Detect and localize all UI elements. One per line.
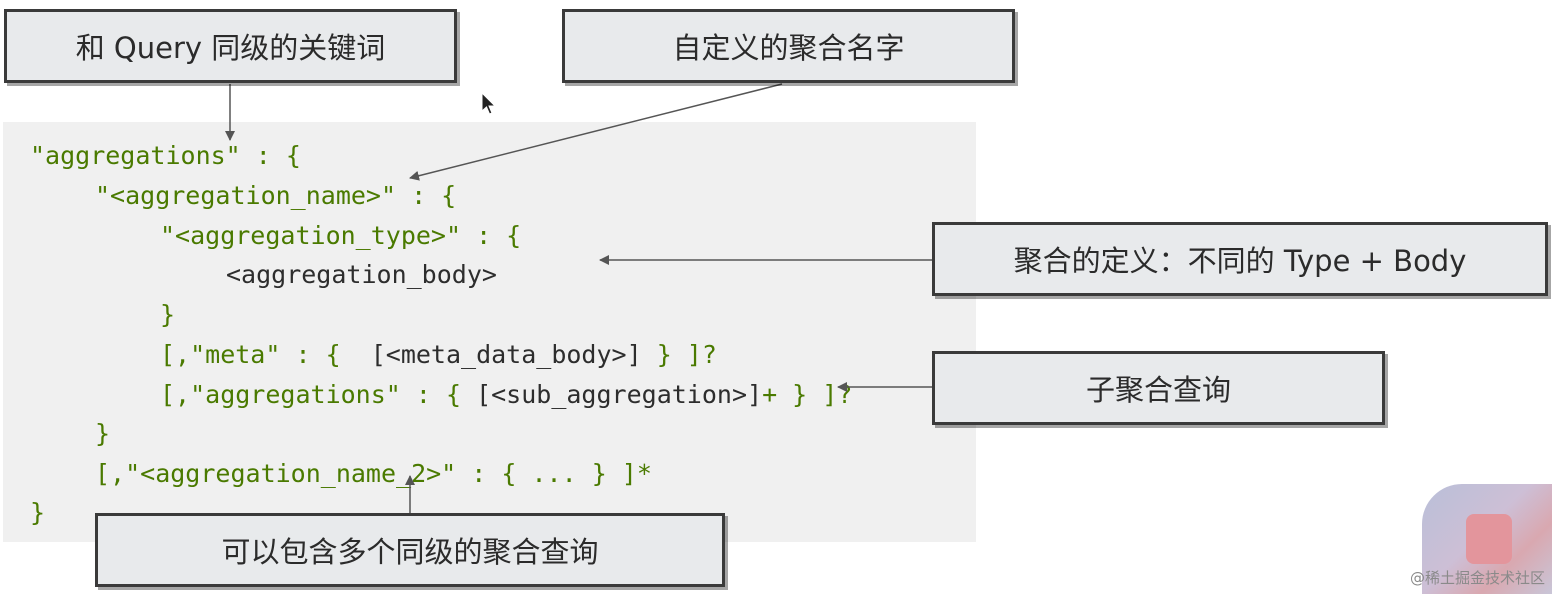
code-line-sub-aggregations: [,"aggregations" : { [<sub_aggregation>]…: [160, 380, 852, 410]
code-line-aggregation-name: "<aggregation_name>" : {: [95, 181, 457, 210]
code-line-aggregations: "aggregations" : {: [30, 141, 301, 170]
code-line-close-type: }: [160, 300, 176, 329]
code-line-aggregation-type: "<aggregation_type>" : {: [160, 221, 522, 250]
label-custom-aggregation-name: 自定义的聚合名字: [562, 9, 1015, 83]
code-panel: [3, 122, 976, 542]
code-line-close-name: }: [95, 419, 111, 448]
code-meta-close: } ]?: [641, 340, 717, 369]
watermark: @稀土掘金技术社区: [1409, 569, 1545, 587]
presenter-avatar: [1422, 484, 1552, 594]
code-line-meta: [,"meta" : { [<meta_data_body>] } ]?: [160, 340, 717, 370]
label-query-level-keyword: 和 Query 同级的关键词: [4, 9, 457, 83]
arrow-custom-name: [409, 83, 783, 181]
code-line-aggregation-name-2: [,"<aggregation_name_2>" : { ... } ]*: [95, 459, 652, 488]
label-aggregation-definition: 聚合的定义：不同的 Type + Body: [932, 222, 1548, 296]
mouse-cursor-icon: [481, 92, 497, 115]
code-line-close-root: }: [30, 498, 46, 527]
code-sub-body: [<sub_aggregation>]: [476, 380, 763, 409]
label-sub-aggregation: 子聚合查询: [932, 351, 1385, 425]
label-multiple-same-level: 可以包含多个同级的聚合查询: [95, 513, 725, 587]
code-meta-body: [<meta_data_body>]: [370, 340, 642, 369]
avatar-face: [1466, 514, 1512, 564]
code-line-aggregation-body: <aggregation_body>: [226, 260, 497, 289]
code-sub-open: [,"aggregations" : {: [160, 380, 477, 409]
code-meta-open: [,"meta" : {: [160, 340, 371, 369]
